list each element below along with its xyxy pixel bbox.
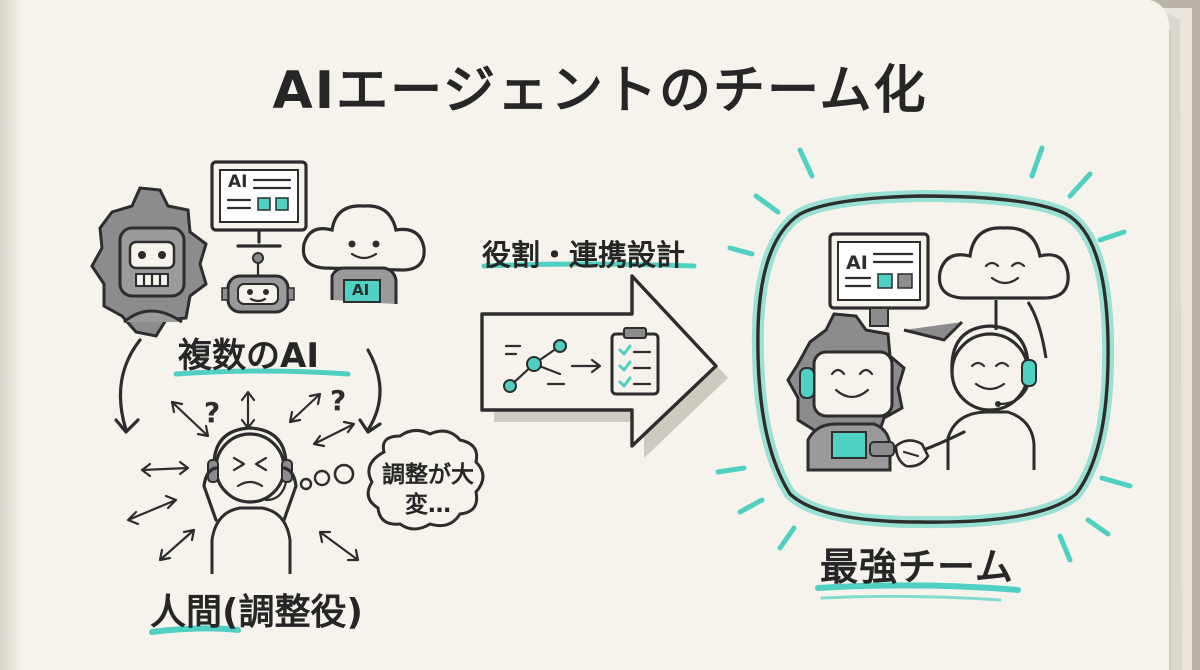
team-glow-rays (715, 145, 1133, 563)
chaos-arrows (126, 390, 360, 562)
strongest-team-label: 最強チーム (820, 545, 1014, 589)
team-human-icon (916, 324, 1037, 470)
handshake-icon (894, 439, 930, 468)
team-robot-icon (786, 312, 914, 472)
big-arrow (480, 261, 728, 458)
team-frame (751, 189, 1115, 529)
thought-bubble-text: 調整が大変… (382, 462, 474, 518)
underline-accents (149, 368, 1021, 635)
cloud-ai-tag: AI (352, 281, 370, 299)
overwhelmed-human-icon (202, 426, 298, 574)
page-title: AIエージェントのチーム化 (272, 61, 928, 121)
thought-bubble (299, 429, 485, 531)
human-coordinator-label: 人間(調整役) (150, 592, 363, 633)
team-monitor-ai-tag: AI (846, 252, 868, 274)
team-monitor-icon (828, 232, 930, 327)
question-mark: ? (204, 396, 221, 429)
cloud-ai-icon (301, 204, 426, 304)
checklist-icon (610, 327, 660, 396)
gear-robot-icon (90, 186, 208, 338)
multiple-ai-label: 複数のAI (178, 336, 319, 376)
team-cloud-icon (903, 226, 1070, 359)
small-robot-icon (221, 252, 295, 314)
monitor-ai-icon (210, 160, 308, 248)
flow-arrows (114, 338, 382, 434)
question-mark: ? (330, 384, 347, 417)
role-design-label: 役割・連携設計 (482, 238, 686, 272)
network-icon (503, 339, 602, 393)
monitor-ai-tag: AI (228, 172, 248, 192)
